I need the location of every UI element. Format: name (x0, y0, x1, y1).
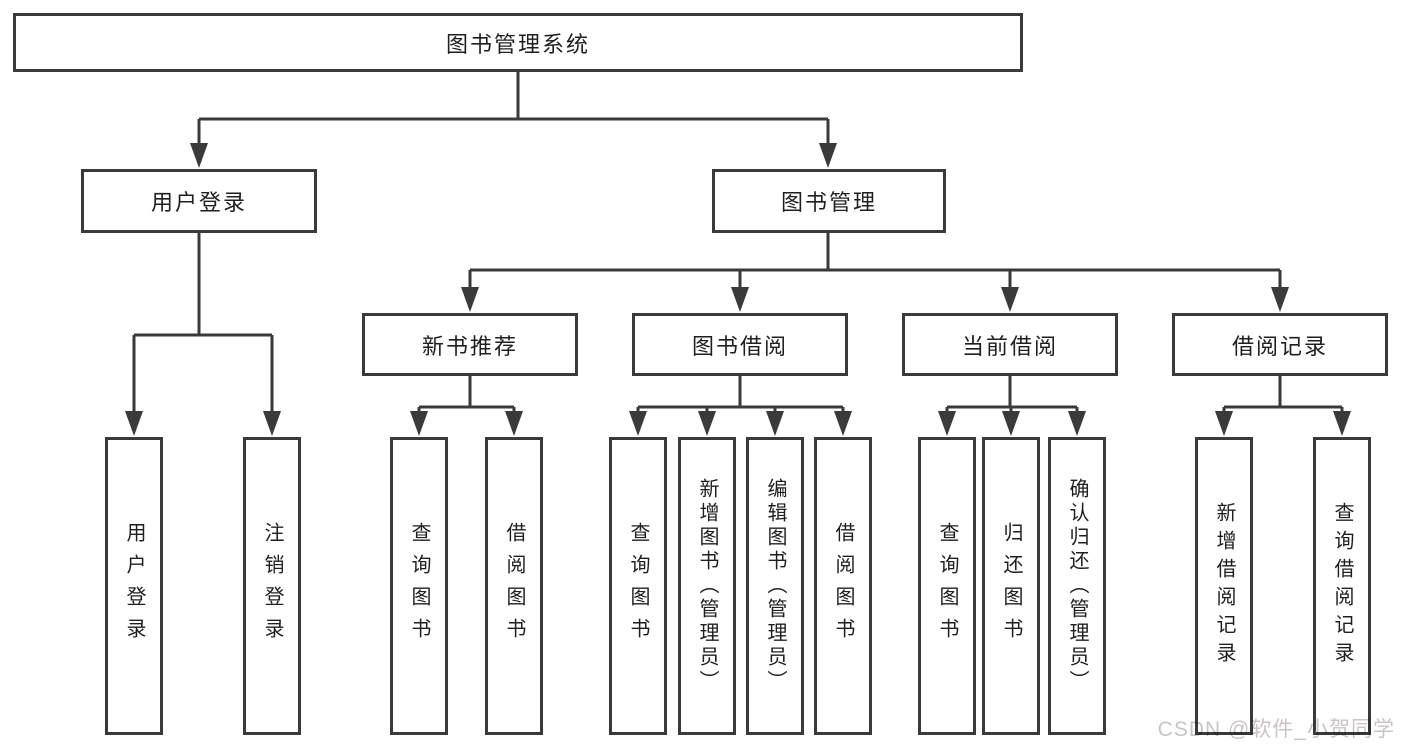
node-label: 用户登录 (150, 190, 247, 215)
arrow-down-icon (125, 411, 143, 436)
node-label: 新增借阅记录 (1213, 502, 1235, 670)
node-label: 借阅记录 (1231, 333, 1328, 359)
leaf-edit-books-admin: 编辑图书（管理员） (746, 437, 804, 735)
leaf-query-borrow-record: 查询借阅记录 (1313, 437, 1371, 735)
leaf-borrow-books: 借阅图书 (814, 437, 872, 735)
leaf-borrow-books-recommend: 借阅图书 (485, 437, 543, 735)
node-current-borrowing: 当前借阅 (902, 313, 1118, 376)
leaf-return-books: 归还图书 (982, 437, 1040, 735)
arrow-down-icon (1333, 411, 1351, 436)
node-label: 确认归还（管理员） (1066, 478, 1088, 694)
node-label: 查询借阅记录 (1331, 502, 1353, 670)
leaf-query-books-current: 查询图书 (918, 437, 976, 735)
arrow-down-icon (1001, 287, 1019, 312)
node-new-book-recommendation: 新书推荐 (362, 313, 578, 376)
node-label: 借阅图书 (503, 522, 525, 650)
leaf-logout-login: 注销登录 (243, 437, 301, 735)
node-label: 注销登录 (261, 522, 283, 650)
arrow-down-icon (1068, 411, 1086, 436)
arrow-down-icon (1002, 411, 1020, 436)
node-label: 新增图书（管理员） (696, 478, 718, 694)
node-label: 图书借阅 (691, 333, 788, 359)
node-label: 新书推荐 (421, 333, 518, 359)
node-book-borrowing: 图书借阅 (632, 313, 848, 376)
arrow-down-icon (766, 411, 784, 436)
connector-paths (132, 72, 1344, 414)
node-label: 编辑图书（管理员） (764, 478, 786, 694)
node-label: 用户登录 (123, 522, 145, 650)
arrow-down-icon (819, 143, 837, 168)
node-user-login: 用户登录 (81, 169, 317, 233)
leaf-query-books-recommend: 查询图书 (390, 437, 448, 735)
node-borrowing-records: 借阅记录 (1172, 313, 1388, 376)
node-label: 查询图书 (408, 522, 430, 650)
arrow-down-icon (461, 287, 479, 312)
arrow-down-icon (834, 411, 852, 436)
arrow-down-icon (1271, 287, 1289, 312)
leaf-query-books-borrowing: 查询图书 (609, 437, 667, 735)
arrow-down-icon (263, 411, 281, 436)
arrow-down-icon (190, 143, 208, 168)
arrow-down-icon (698, 411, 716, 436)
leaf-user-login: 用户登录 (105, 437, 163, 735)
node-label: 图书管理系统 (445, 31, 590, 57)
watermark: CSDN @软件_小贺同学 (1157, 718, 1395, 741)
arrow-down-icon (629, 411, 647, 436)
node-label: 借阅图书 (832, 522, 854, 650)
node-book-management: 图书管理 (712, 169, 946, 233)
node-label: 归还图书 (1000, 522, 1022, 650)
node-label: 查询图书 (936, 522, 958, 650)
arrow-down-icon (505, 411, 523, 436)
node-label: 当前借阅 (961, 333, 1058, 359)
arrow-down-icon (938, 411, 956, 436)
arrow-down-icon (731, 287, 749, 312)
arrow-down-icon (410, 411, 428, 436)
leaf-add-borrow-record: 新增借阅记录 (1195, 437, 1253, 735)
leaf-add-books-admin: 新增图书（管理员） (678, 437, 736, 735)
node-label: 查询图书 (627, 522, 649, 650)
node-library-management-system: 图书管理系统 (13, 13, 1023, 72)
node-label: 图书管理 (780, 190, 877, 215)
leaf-confirm-return-admin: 确认归还（管理员） (1048, 437, 1106, 735)
arrow-down-icon (1215, 411, 1233, 436)
